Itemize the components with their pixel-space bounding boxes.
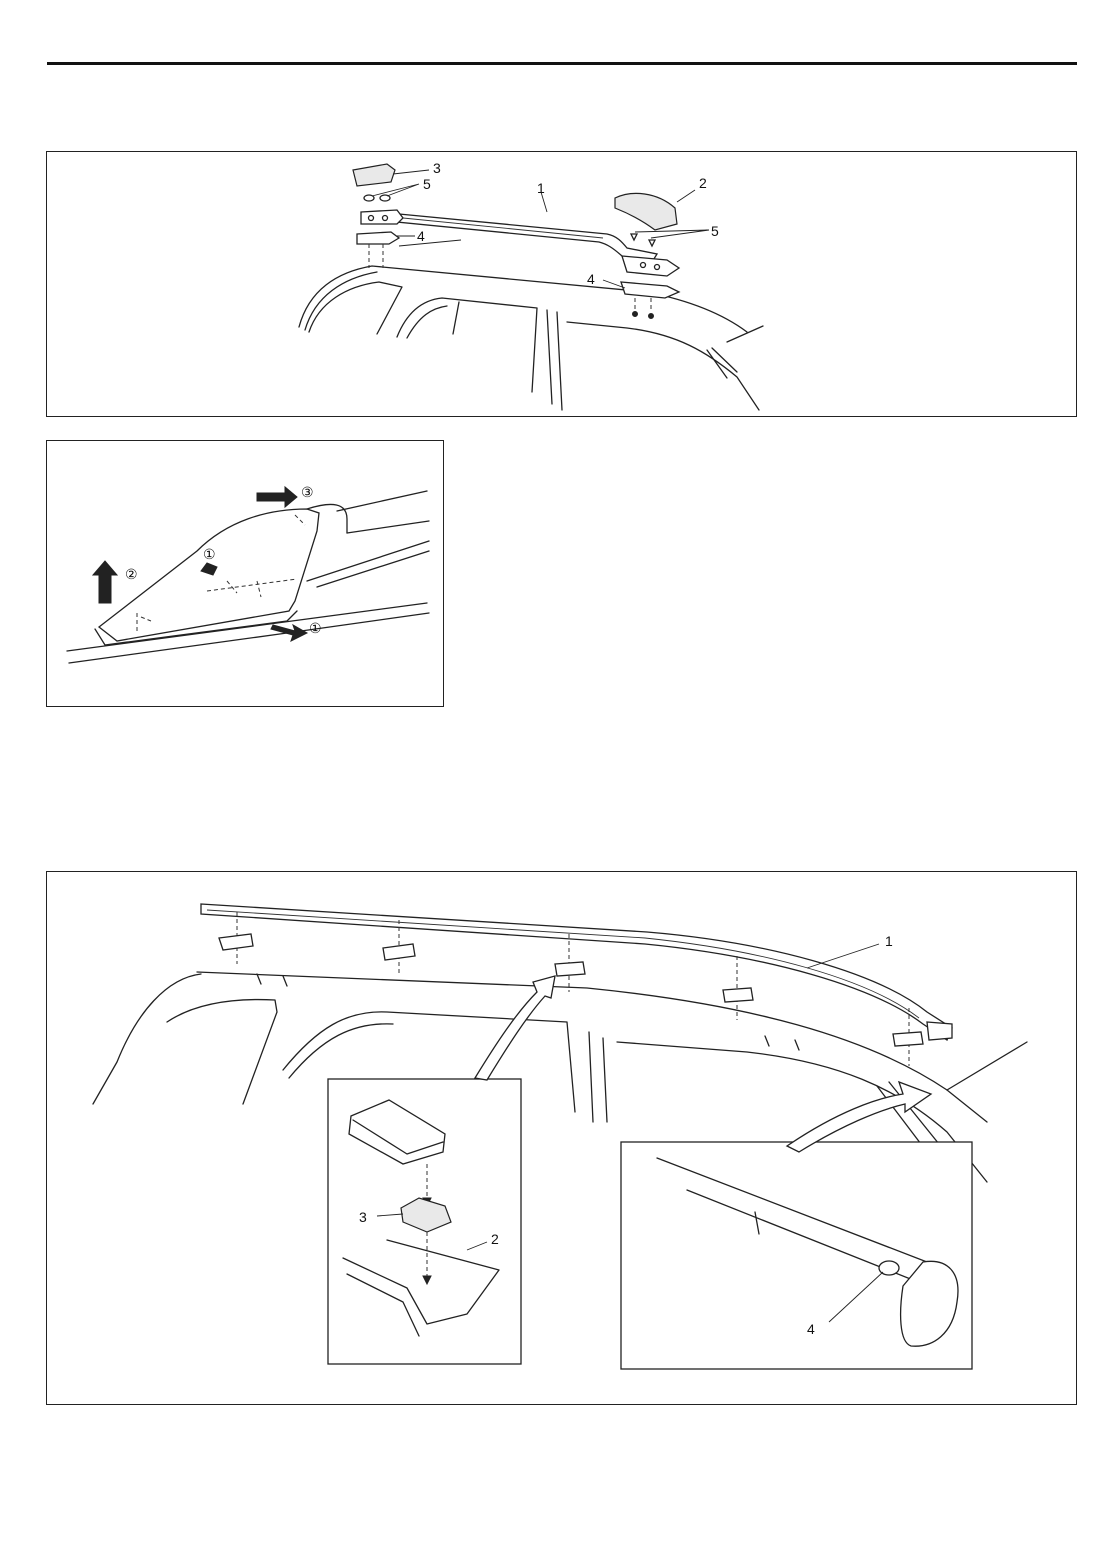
arrow-label-1-top: ① — [203, 546, 216, 562]
arrow-label-2: ② — [125, 566, 138, 582]
callout-5-rear: 5 — [711, 223, 719, 239]
arrow-label-1-bottom: ① — [309, 620, 322, 636]
header-rule — [47, 62, 1077, 65]
callout-4-front: 4 — [417, 228, 425, 244]
inset-callout-2: 2 — [491, 1231, 499, 1247]
figure-cover-removal: ③ ② ① ① — [46, 440, 444, 707]
inset-callout-4: 4 — [807, 1321, 815, 1337]
cover-removal-drawing: ③ ② ① ① — [47, 441, 445, 708]
roof-rail-drawing: 3 5 1 2 5 4 4 — [47, 152, 1078, 418]
callout-5-front: 5 — [423, 176, 431, 192]
arrow-label-3: ③ — [301, 484, 314, 500]
callout-3: 3 — [433, 160, 441, 176]
inset-callout-3: 3 — [359, 1209, 367, 1225]
callout-4-rear: 4 — [587, 271, 595, 287]
figure-roof-rail-exploded: 3 5 1 2 5 4 4 — [46, 151, 1077, 417]
callout-1: 1 — [885, 933, 893, 949]
callout-1: 1 — [537, 180, 545, 196]
figure-roof-molding-installation: 1 3 2 4 — [46, 871, 1077, 1405]
callout-2: 2 — [699, 175, 707, 191]
roof-molding-drawing: 1 3 2 4 — [47, 872, 1078, 1406]
